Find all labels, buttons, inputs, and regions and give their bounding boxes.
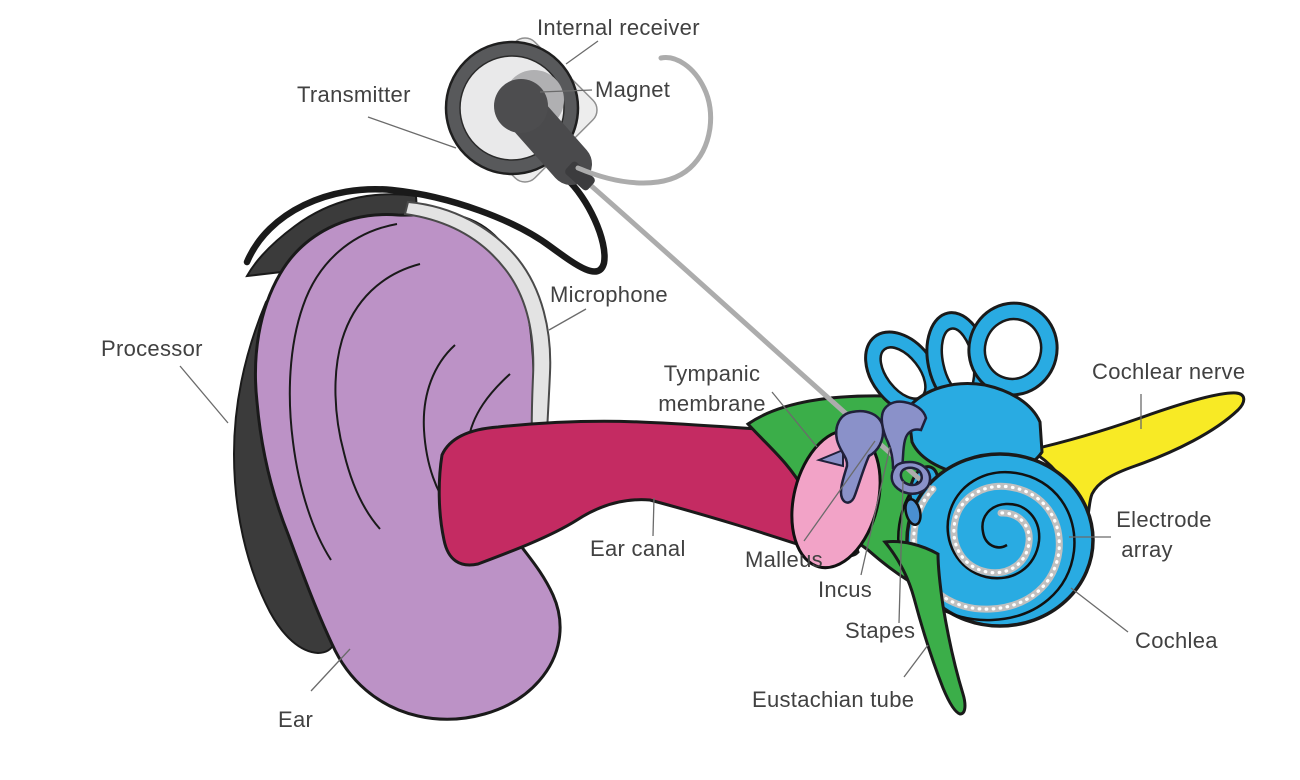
label-ear-canal: Ear canal [590,536,686,561]
label-tympanic-membrane-line2: membrane [658,391,766,416]
labels: Internal receiver Magnet Transmitter Mic… [101,15,1245,732]
label-stapes: Stapes [845,618,915,643]
canal-loop-superior-hole [983,317,1043,381]
label-magnet: Magnet [595,77,670,102]
malleus-spur [815,448,844,468]
transmitter-leader [367,116,457,149]
label-internal-receiver: Internal receiver [537,15,700,40]
label-cochlea: Cochlea [1135,628,1218,653]
eustachian-tube-leader [903,644,929,678]
microphone-leader [548,308,587,331]
transmitter-assembly [444,37,714,191]
internal-receiver-leader [565,40,599,65]
electrode-lead-cable [577,173,935,493]
incus-shape [880,400,928,472]
malleus-leader [803,440,876,542]
magnet-shape [494,79,548,133]
tympanic-membrane-leader [771,391,818,448]
label-eustachian-tube: Eustachian tube [752,687,914,712]
label-malleus: Malleus [745,547,823,572]
ear-canal-leader [652,497,655,537]
ear-contour-antihelix [334,263,421,530]
label-microphone: Microphone [550,282,668,307]
cochlea-leader [1070,587,1129,633]
semicircular-canals [864,301,1059,478]
label-cochlear-nerve: Cochlear nerve [1092,359,1245,384]
handle-connector-tab [565,161,595,191]
label-tympanic-membrane-line1: Tympanic [664,361,761,386]
label-processor: Processor [101,336,203,361]
stapes-shape [890,460,932,495]
label-electrode-array-line2: array [1121,537,1173,562]
label-electrode-array-line1: Electrode [1116,507,1212,532]
ear-contour-helix [288,223,398,561]
leader-lines [179,40,1142,692]
incus-leader [860,446,891,576]
magnet-leader [539,89,593,93]
stapes-leader [898,480,904,624]
ear-leader [310,648,351,692]
label-transmitter: Transmitter [297,82,411,107]
label-incus: Incus [818,577,872,602]
processor-leader [179,365,229,424]
headset-cable [243,174,608,275]
label-ear: Ear [278,707,313,732]
slack-cable-loop [575,55,714,186]
round-window-shape [904,498,922,526]
eustachian-tube-shape [882,540,967,716]
